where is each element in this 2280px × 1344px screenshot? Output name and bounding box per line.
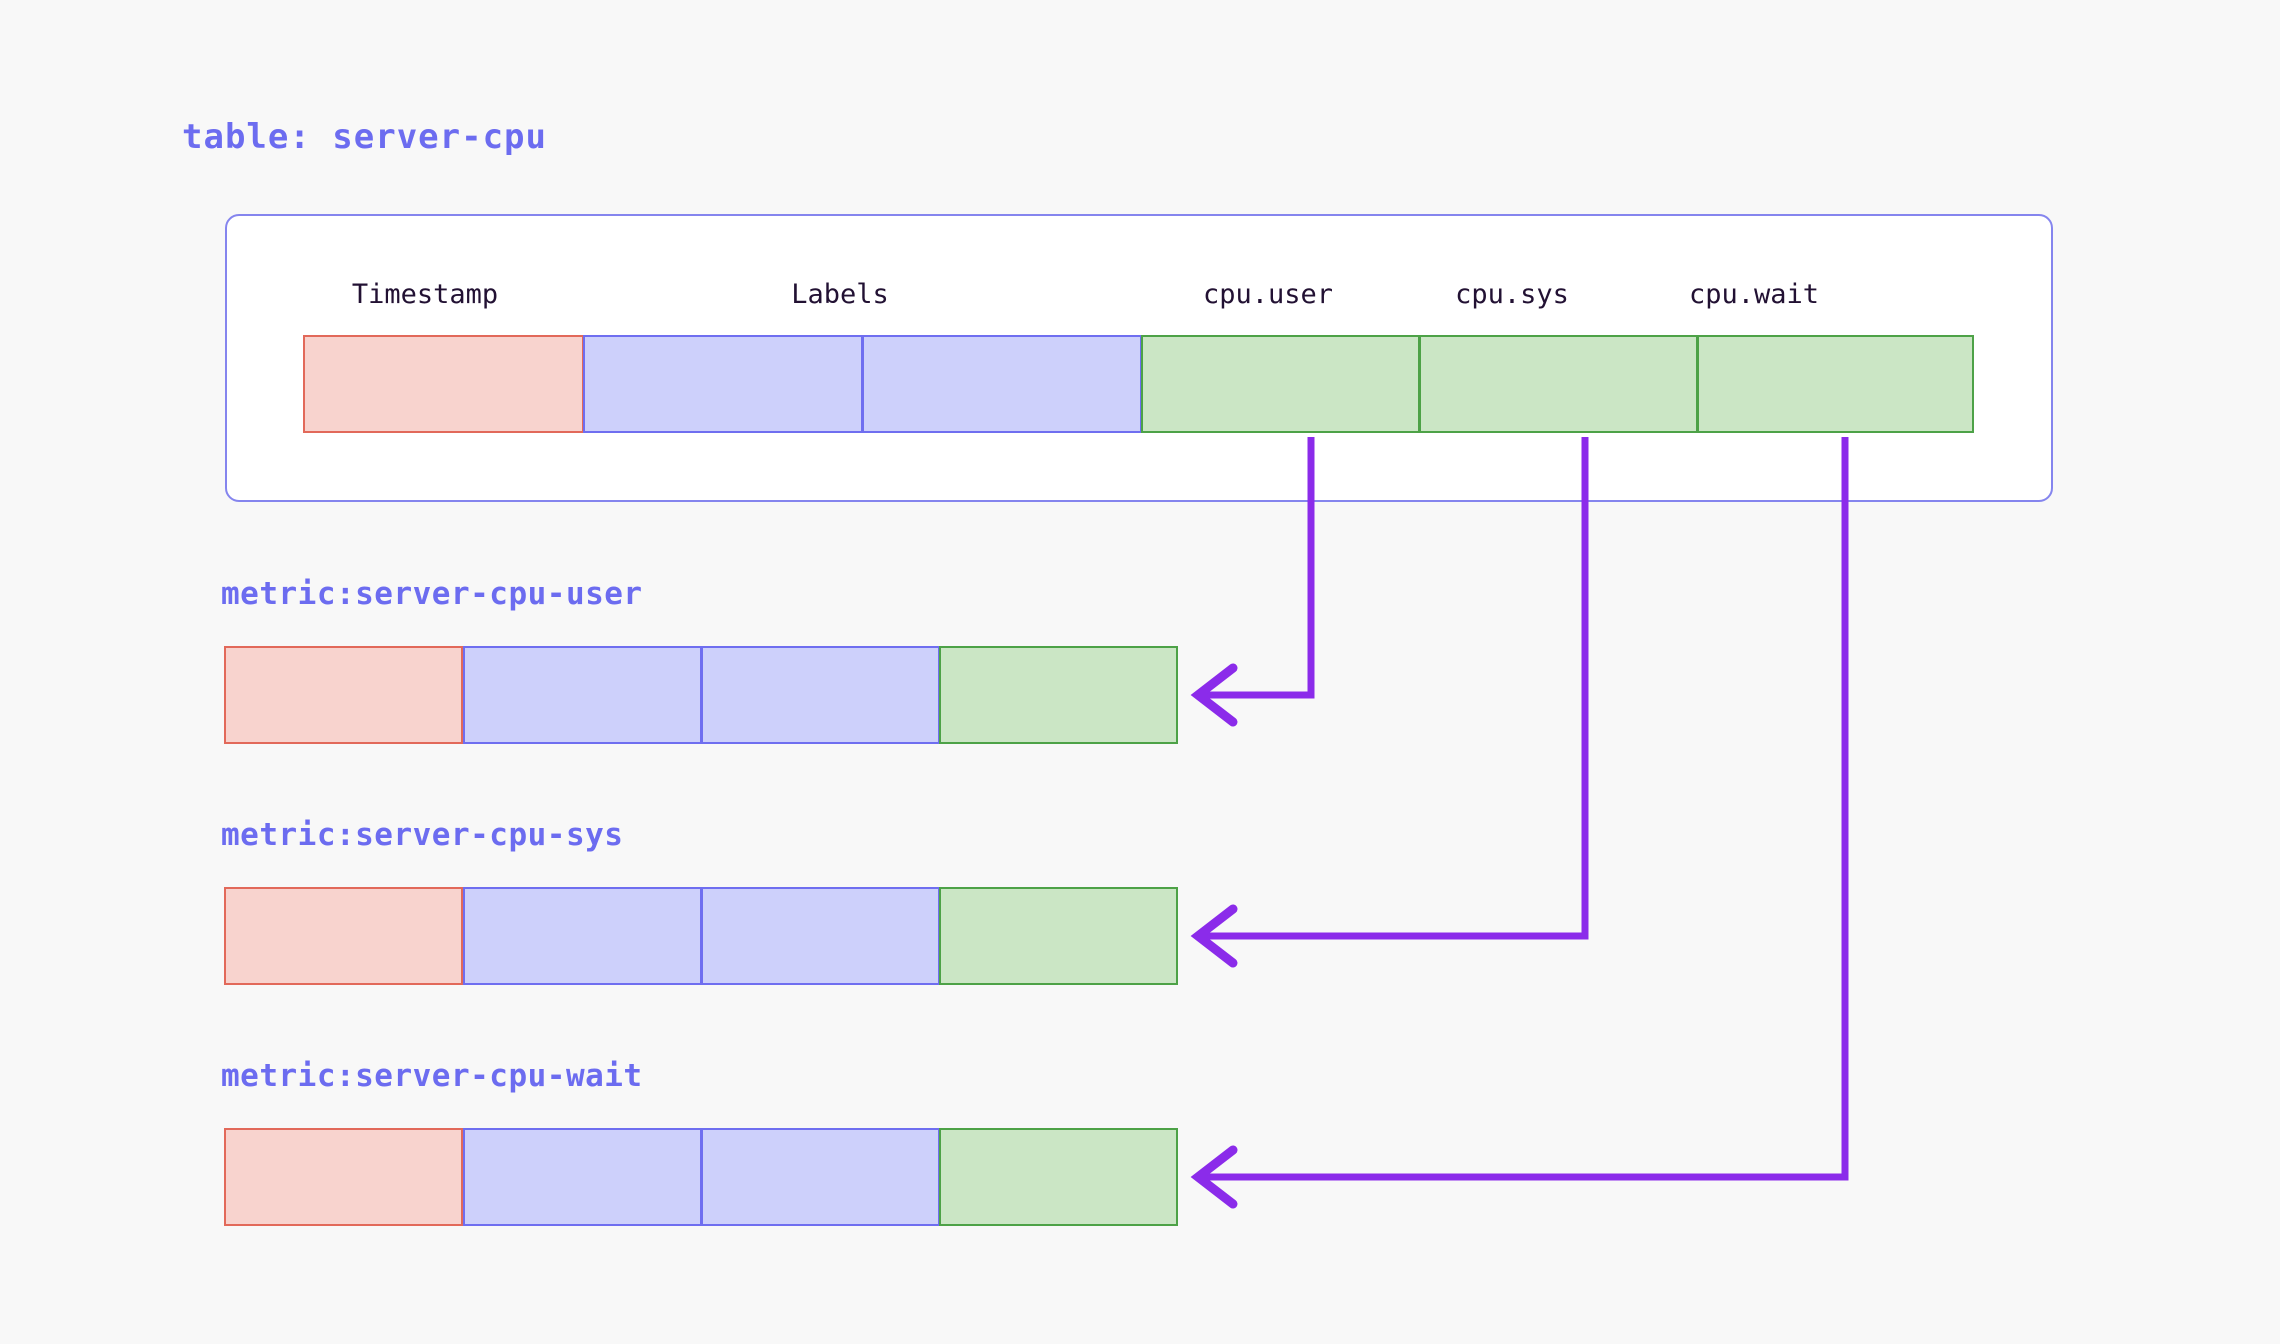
metric-cell-labels-1 [463,887,702,985]
metric-cell-labels-2 [701,646,940,744]
metric-cell-timestamp [224,887,463,985]
arrow-cpu-sys-head [1190,904,1238,968]
arrow-cpu-user-head [1190,663,1238,727]
column-header-cpu-sys: cpu.sys [1455,279,1569,310]
metric-cell-timestamp [224,646,463,744]
column-header-cpu-user: cpu.user [1202,279,1334,310]
metric-cell-labels-1 [463,646,702,744]
arrow-cpu-sys [1200,437,1589,940]
metric-title-cpu-sys: metric:server-cpu-sys [221,817,624,853]
table-cell-cpu-wait [1697,335,1974,433]
table-title: table: server-cpu [182,117,547,157]
metric-cell-labels-2 [701,887,940,985]
metric-cell-value [939,1128,1178,1226]
column-header-cpu-wait: cpu.wait [1688,279,1820,310]
metric-cell-value [939,887,1178,985]
table-cell-cpu-sys [1419,335,1698,433]
arrow-cpu-wait [1200,437,1849,1181]
arrow-cpu-wait-head [1190,1145,1238,1209]
metric-cell-labels-1 [463,1128,702,1226]
table-cell-labels-2 [862,335,1142,433]
metric-cell-labels-2 [701,1128,940,1226]
table-cell-labels-1 [583,335,863,433]
metric-title-cpu-user: metric:server-cpu-user [221,576,643,612]
column-header-labels: Labels [791,279,889,310]
table-cell-timestamp [303,335,584,433]
metric-title-cpu-wait: metric:server-cpu-wait [221,1058,643,1094]
metric-cell-value [939,646,1178,744]
metric-cell-timestamp [224,1128,463,1226]
table-cell-cpu-user [1141,335,1420,433]
column-header-timestamp: Timestamp [351,279,499,310]
